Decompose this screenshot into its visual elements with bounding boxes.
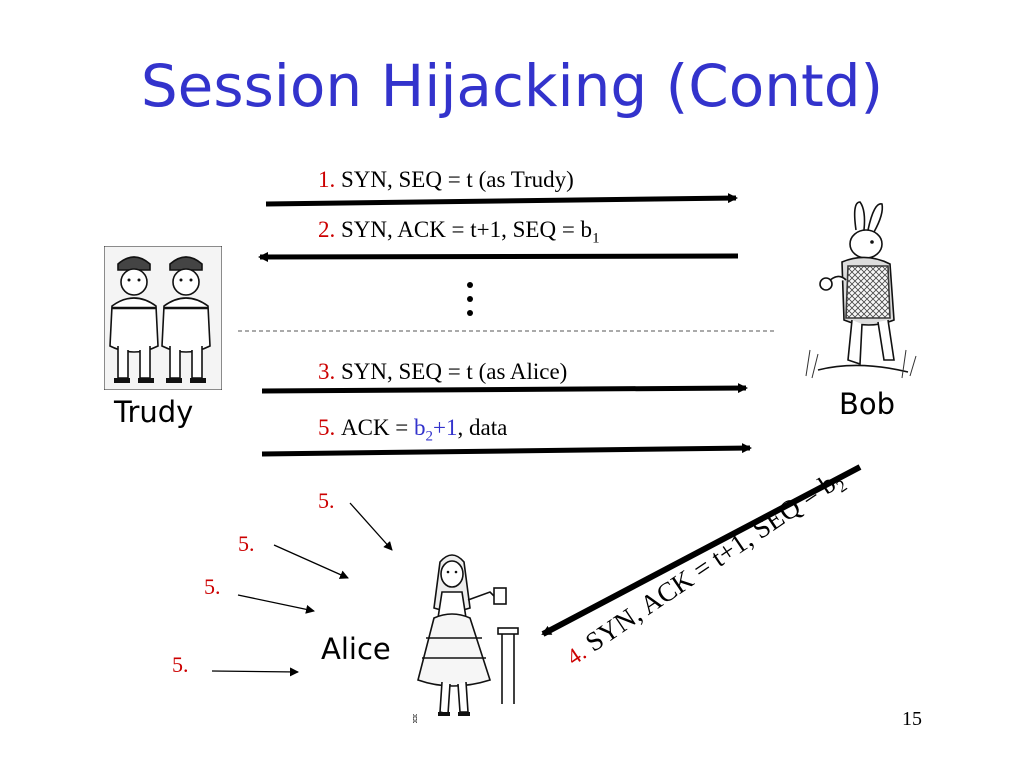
- page-number: 15: [902, 708, 922, 730]
- bob-illustration: [805, 201, 917, 379]
- message-text: ACK =: [341, 415, 415, 440]
- subscript: 1: [592, 230, 600, 247]
- alice-arrow: [211, 667, 299, 677]
- highlight-value: +1: [433, 415, 458, 440]
- alice-arrow: [237, 594, 315, 614]
- ellipsis-dot: [467, 282, 473, 288]
- step-five-label: 5.: [318, 488, 335, 513]
- ellipsis-dot: [467, 296, 473, 302]
- message-text: SYN, SEQ = t (as Trudy): [341, 167, 574, 192]
- step-five-label: 5.: [238, 531, 255, 556]
- step-five-label: 5.: [204, 574, 221, 599]
- alice-arrow: [349, 502, 393, 551]
- alice-arrow: [273, 544, 349, 579]
- arrow-1-right: [265, 193, 738, 207]
- step-five-label: 5.: [172, 652, 189, 677]
- step-number: 2.: [318, 217, 336, 242]
- step-number: 1.: [318, 167, 336, 192]
- actor-label-trudy: Trudy: [114, 395, 194, 429]
- slide-title: Session Hijacking (Contd): [140, 52, 884, 120]
- message-5: 5. ACK = b2+1, data: [318, 415, 507, 446]
- step-number: 5.: [318, 415, 336, 440]
- arrow-4-diagonal: [541, 464, 862, 637]
- step-number: 3.: [318, 359, 336, 384]
- arrow-5-right: [261, 443, 752, 457]
- trudy-illustration: [104, 246, 222, 390]
- ellipsis-dot: [467, 310, 473, 316]
- artist-signature: ᛥ: [412, 714, 418, 724]
- message-3: 3. SYN, SEQ = t (as Alice): [318, 359, 567, 385]
- alice-illustration: ᛥ: [412, 554, 519, 724]
- subscript: 2: [425, 428, 434, 445]
- highlight-value: b: [414, 415, 426, 440]
- arrow-3-right: [261, 383, 748, 394]
- actor-label-alice: Alice: [321, 632, 391, 666]
- message-1: 1. SYN, SEQ = t (as Trudy): [318, 167, 574, 193]
- message-text: SYN, SEQ = t (as Alice): [341, 359, 568, 384]
- arrow-2-left: [258, 251, 739, 262]
- actor-label-bob: Bob: [839, 387, 896, 421]
- message-2: 2. SYN, ACK = t+1, SEQ = b1: [318, 217, 600, 248]
- message-text: SYN, ACK = t+1, SEQ = b: [341, 217, 593, 242]
- message-text: , data: [457, 415, 508, 440]
